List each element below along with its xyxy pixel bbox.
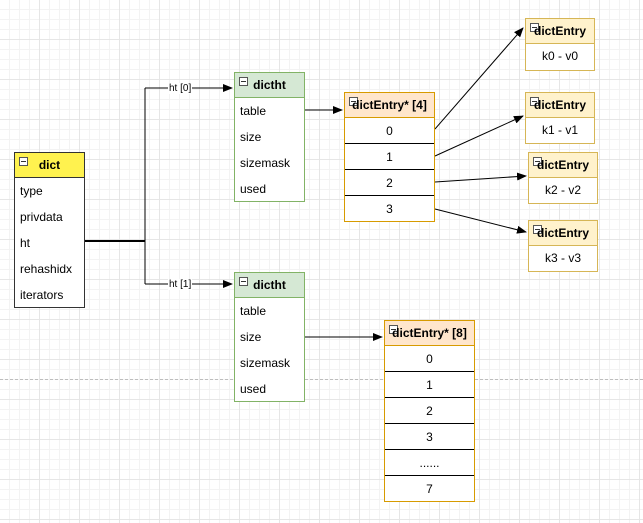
dict-entry-3-kv: k3 - v3 xyxy=(529,246,597,271)
dict-entry-1[interactable]: dictEntry k1 - v1 xyxy=(525,92,595,144)
dict-entry-0-header: dictEntry xyxy=(526,19,594,44)
table8-title: dictEntry* [8] xyxy=(392,326,467,340)
dictht1-title: dictht xyxy=(253,278,286,292)
ht0-label: ht [0] xyxy=(168,83,193,94)
dict-entry-1-title: dictEntry xyxy=(533,98,586,112)
collapse-icon[interactable] xyxy=(239,77,248,86)
dict-entry-3[interactable]: dictEntry k3 - v3 xyxy=(528,220,598,272)
table4-title: dictEntry* [4] xyxy=(352,98,427,112)
dict-field-ht: ht xyxy=(20,236,31,250)
dict-entry-3-title: dictEntry xyxy=(536,226,589,240)
dict-entry-2[interactable]: dictEntry k2 - v2 xyxy=(528,152,598,204)
dictht0-box[interactable]: dictht table size sizemask used xyxy=(234,72,305,202)
table4-cell-1: 1 xyxy=(345,144,434,170)
edge-cell3-entry3 xyxy=(434,208,527,234)
collapse-icon[interactable] xyxy=(530,97,539,106)
ht1-label: ht [1] xyxy=(168,279,193,290)
table8-header: dictEntry* [8] xyxy=(385,321,474,346)
dictht0-header: dictht xyxy=(235,73,304,98)
dict-field-type: type xyxy=(20,184,43,198)
dict-entry-3-header: dictEntry xyxy=(529,221,597,246)
dictht1-field-table: table xyxy=(240,304,267,318)
table8-cell-7: 7 xyxy=(426,482,433,496)
table4-box[interactable]: dictEntry* [4] 0 1 2 3 xyxy=(344,92,435,222)
table4-cell-3: 3 xyxy=(386,202,393,216)
collapse-icon[interactable] xyxy=(533,157,542,166)
dict-header: dict xyxy=(15,153,84,178)
dictht1-box[interactable]: dictht table size sizemask used xyxy=(234,272,305,402)
edge-cell1-entry1 xyxy=(434,115,524,157)
dictht0-field-used: used xyxy=(240,182,267,196)
dict-entry-2-header: dictEntry xyxy=(529,153,597,178)
table8-box[interactable]: dictEntry* [8] 0 1 2 3 ...... 7 xyxy=(384,320,475,502)
dict-title: dict xyxy=(38,158,61,172)
collapse-icon[interactable] xyxy=(389,325,398,334)
table8-cell-3: 3 xyxy=(385,424,474,450)
dict-field-rehashidx: rehashidx xyxy=(20,262,73,276)
collapse-icon[interactable] xyxy=(530,23,539,32)
dict-entry-1-header: dictEntry xyxy=(526,93,594,118)
dictht1-field-size: size xyxy=(240,330,262,344)
table8-cell-2: 2 xyxy=(385,398,474,424)
collapse-icon[interactable] xyxy=(533,225,542,234)
dictht0-field-table: table xyxy=(240,104,267,118)
dict-field-iterators: iterators xyxy=(20,288,64,302)
dictht0-field-sizemask: sizemask xyxy=(240,156,291,170)
table8-cell-1: 1 xyxy=(385,372,474,398)
table4-cell-0: 0 xyxy=(345,118,434,144)
dict-box[interactable]: dict type privdata ht rehashidx iterator… xyxy=(14,152,85,308)
edge-cell0-entry0 xyxy=(434,27,524,130)
dictht1-field-used: used xyxy=(240,382,267,396)
dict-entry-2-title: dictEntry xyxy=(536,158,589,172)
edge-cell2-entry2 xyxy=(434,172,527,183)
dict-entry-2-kv: k2 - v2 xyxy=(529,178,597,203)
table4-header: dictEntry* [4] xyxy=(345,93,434,118)
collapse-icon[interactable] xyxy=(239,277,248,286)
dict-entry-0[interactable]: dictEntry k0 - v0 xyxy=(525,18,595,71)
dict-field-privdata: privdata xyxy=(20,210,63,224)
table4-cell-2: 2 xyxy=(345,170,434,196)
dictht1-field-sizemask: sizemask xyxy=(240,356,291,370)
dictht1-header: dictht xyxy=(235,273,304,298)
dict-entry-0-kv: k0 - v0 xyxy=(526,44,594,69)
dictht0-field-size: size xyxy=(240,130,262,144)
page-break-line xyxy=(0,379,643,380)
dictht0-title: dictht xyxy=(253,78,286,92)
collapse-icon[interactable] xyxy=(19,157,28,166)
dict-entry-0-title: dictEntry xyxy=(533,24,586,38)
table8-cell-ellipsis: ...... xyxy=(385,450,474,476)
dict-entry-1-kv: k1 - v1 xyxy=(526,118,594,143)
collapse-icon[interactable] xyxy=(349,97,358,106)
table8-cell-0: 0 xyxy=(385,346,474,372)
